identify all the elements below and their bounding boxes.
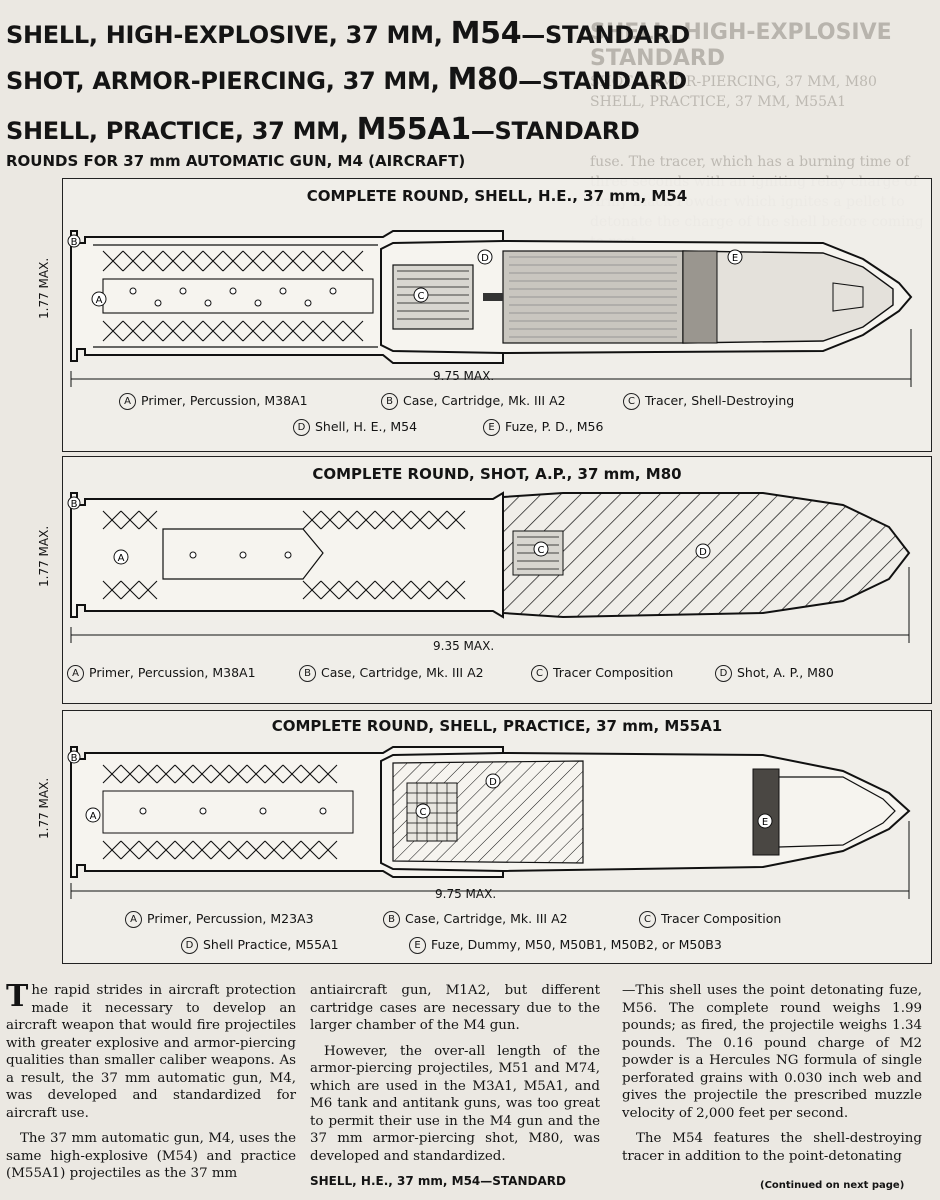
body-column-2: antiaircraft gun, M1A2, but different ca…	[310, 982, 600, 1191]
label-d: D	[489, 777, 497, 788]
label-a: A	[118, 553, 125, 564]
subtitle: ROUNDS FOR 37 mm AUTOMATIC GUN, M4 (AIRC…	[6, 152, 466, 170]
diagram-practice-panel: COMPLETE ROUND, SHELL, PRACTICE, 37 mm, …	[37, 710, 932, 964]
label-a: A	[90, 811, 97, 822]
diameter-dimension: 1.77 MAX.	[37, 777, 51, 839]
diagram-title: COMPLETE ROUND, SHELL, H.E., 37 mm, M54	[306, 187, 688, 205]
he-round-drawing: B A C D E	[67, 230, 913, 387]
continued-note: (Continued on next page)	[760, 1180, 905, 1191]
label-c: C	[420, 807, 427, 818]
diagram-ap-panel: COMPLETE ROUND, SHOT, A.P., 37 mm, M80 B…	[37, 456, 932, 704]
body-paragraph: antiaircraft gun, M1A2, but different ca…	[310, 983, 600, 1033]
length-dimension: 9.75 MAX.	[435, 887, 497, 901]
ap-round-drawing: B A C D	[67, 491, 911, 643]
diagram-he-panel: COMPLETE ROUND, SHELL, H.E., 37 mm, M54	[37, 178, 932, 452]
label-c: C	[418, 291, 425, 302]
diameter-dimension: 1.77 MAX.	[37, 525, 51, 587]
diagram-title: COMPLETE ROUND, SHELL, PRACTICE, 37 mm, …	[271, 717, 723, 735]
body-paragraph: —This shell uses the point detonating fu…	[622, 983, 922, 1121]
title-line-ap: SHOT, ARMOR-PIERCING, 37 MM, M80—STANDAR…	[6, 62, 687, 97]
length-dimension: 9.35 MAX.	[433, 639, 495, 653]
label-d: D	[699, 547, 707, 558]
label-d: D	[481, 253, 489, 264]
length-dimension: 9.75 MAX.	[433, 369, 495, 383]
diagram-title: COMPLETE ROUND, SHOT, A.P., 37 mm, M80	[312, 465, 682, 483]
practice-round-drawing: B A C D E	[67, 746, 911, 899]
label-c: C	[538, 545, 545, 556]
label-a: A	[96, 295, 103, 306]
section-heading: SHELL, H.E., 37 mm, M54—STANDARD	[310, 1174, 566, 1188]
label-b: B	[71, 753, 78, 764]
body-column-3: —This shell uses the point detonating fu…	[622, 982, 922, 1173]
body-paragraph: The 37 mm automatic gun, M4, uses the sa…	[6, 1131, 296, 1181]
label-e: E	[732, 253, 738, 264]
label-b: B	[71, 499, 78, 510]
title-line-he: SHELL, HIGH-EXPLOSIVE, 37 MM, M54—STANDA…	[6, 16, 690, 51]
body-paragraph: The M54 features the shell-destroying tr…	[622, 1131, 922, 1164]
label-e: E	[762, 817, 768, 828]
label-b: B	[71, 237, 78, 248]
diameter-dimension: 1.77 MAX.	[37, 257, 51, 319]
body-paragraph: However, the over-all length of the armo…	[310, 1043, 600, 1164]
title-line-practice: SHELL, PRACTICE, 37 MM, M55A1—STANDARD	[6, 112, 640, 147]
